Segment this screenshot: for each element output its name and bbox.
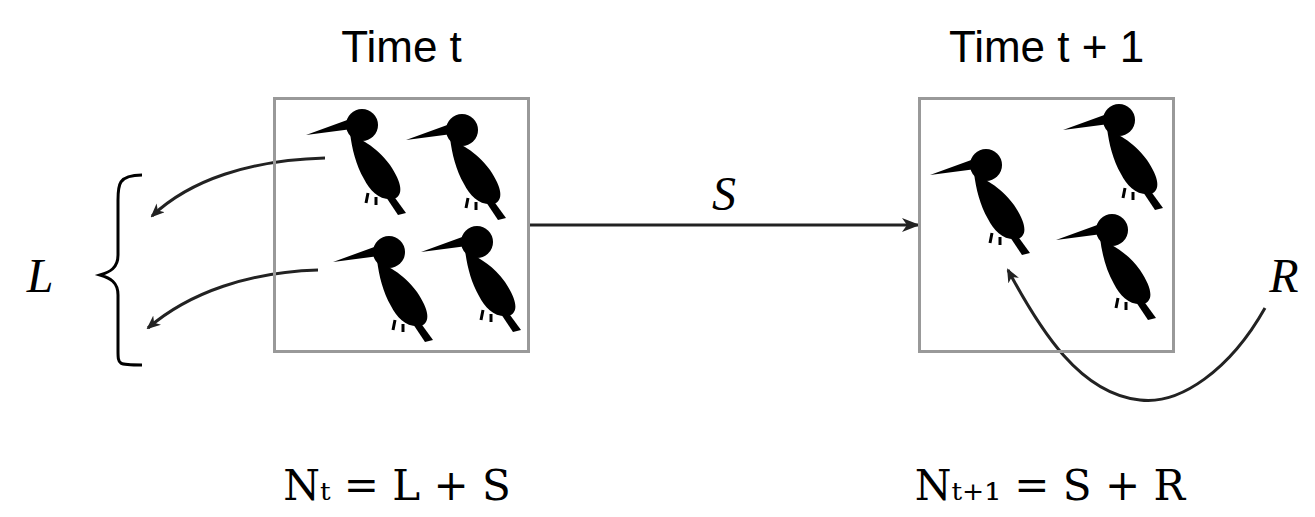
edge-label: S [708, 166, 740, 221]
recruit-arrow [1008, 270, 1265, 400]
variable-label: L [27, 248, 54, 303]
kingfisher [306, 104, 1163, 342]
equation: Nₜ = L + S [283, 461, 511, 510]
equation: Nₜ₊₁ = S + R [915, 461, 1185, 510]
brace [100, 175, 142, 365]
time-box: Time t + 1 [918, 97, 1175, 353]
time-box: Time t [273, 97, 530, 353]
leaving-arrow [148, 270, 318, 328]
time-heading: Time t [341, 22, 462, 72]
leaving-arrow [152, 158, 325, 216]
survival-arrow [530, 224, 918, 227]
time-heading: Time t + 1 [949, 22, 1144, 72]
variable-label: R [1269, 248, 1298, 303]
